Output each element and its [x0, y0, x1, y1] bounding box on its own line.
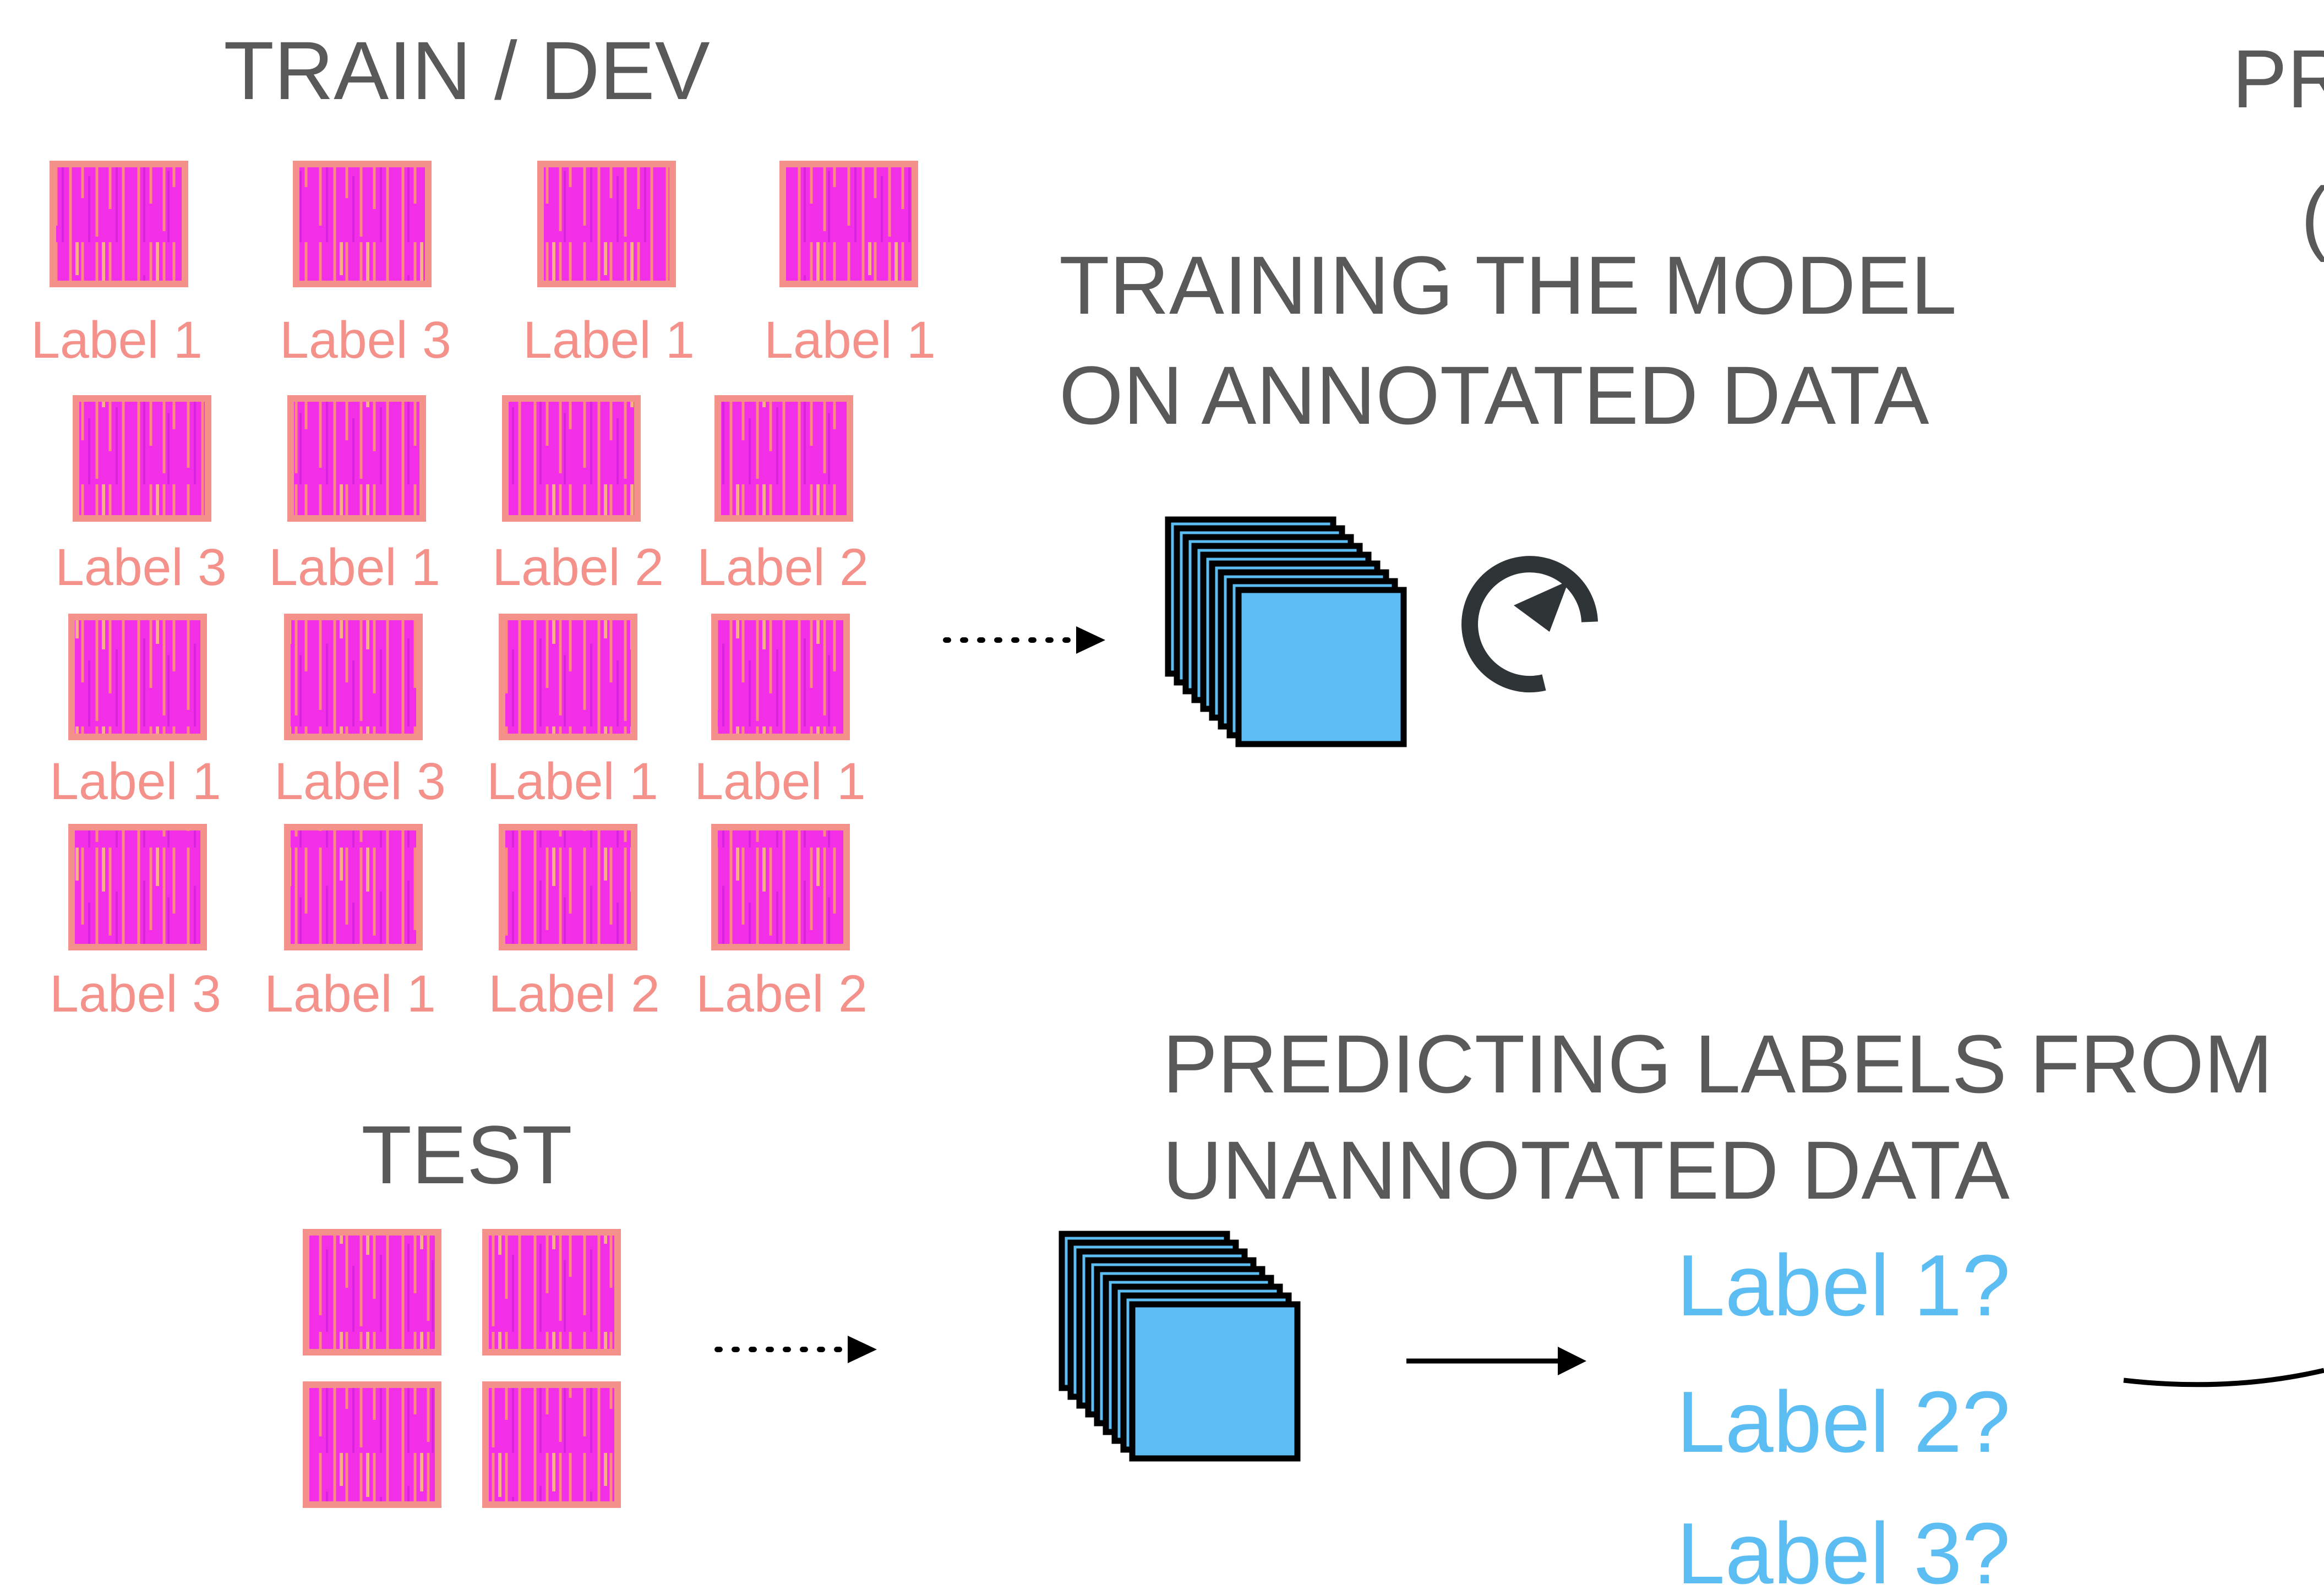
spectrogram-thumbnail [50, 161, 188, 287]
arrow-to-predictions [1406, 1347, 1586, 1375]
train-label: Label 2 [492, 538, 664, 597]
train-label: Label 1 [694, 752, 866, 811]
train-label: Label 3 [55, 538, 227, 597]
cropped-heading-fragment: PR [2232, 32, 2324, 125]
test-title: TEST [361, 1108, 572, 1201]
test-grid [303, 1229, 621, 1508]
spectrogram-thumbnail [714, 395, 853, 522]
train-label: Label 1 [50, 752, 221, 811]
train-label: Label 3 [50, 965, 221, 1023]
train-label: Label 2 [488, 965, 660, 1023]
spectrogram-thumbnail [711, 824, 850, 950]
spectrogram-thumbnail [73, 395, 211, 522]
predicted-label-1: Label 1? [1677, 1237, 2010, 1334]
model-layer [1235, 587, 1407, 747]
spectrogram-thumbnail [499, 614, 637, 740]
spectrogram-thumbnail [68, 614, 207, 740]
train-label: Label 1 [31, 311, 203, 369]
spectrogram-thumbnail [68, 824, 207, 950]
train-label: Label 2 [696, 965, 868, 1023]
spectrogram-thumbnail [482, 1229, 621, 1356]
train-label: Label 1 [269, 538, 440, 597]
model-layer [1129, 1301, 1301, 1462]
train-label: Label 2 [697, 538, 869, 597]
train-label: Label 1 [487, 752, 658, 811]
spectrogram-thumbnail [287, 395, 426, 522]
spectrogram-thumbnail [303, 1229, 441, 1356]
spectrogram-thumbnail [303, 1381, 441, 1508]
spectrogram-thumbnail [711, 614, 850, 740]
dotted-arrow-train-to-model [943, 626, 1105, 654]
predicted-label-2: Label 2? [1677, 1374, 2010, 1471]
cropped-paren-fragment: ( [2301, 170, 2324, 263]
spectrogram-thumbnail [293, 161, 432, 287]
cropped-curve [2123, 1368, 2324, 1387]
model-stack-icon-test [1059, 1231, 1301, 1462]
training-heading-line-2: ON ANNOTATED DATA [1059, 349, 1929, 441]
training-heading-line-1: TRAINING THE MODEL [1059, 239, 1954, 331]
spectrogram-thumbnail [284, 614, 423, 740]
model-stack-icon [1165, 516, 1407, 747]
refresh-icon [1461, 556, 1598, 693]
predicted-label-3: Label 3? [1677, 1505, 2010, 1585]
spectrogram-thumbnail [482, 1381, 621, 1508]
spectrogram-thumbnail [779, 161, 918, 287]
spectrogram-thumbnail [284, 824, 423, 950]
training-heading: TRAINING THE MODEL ON ANNOTATED DATA [1059, 239, 1977, 441]
train-label: Label 1 [764, 311, 936, 369]
train-label: Label 3 [274, 752, 446, 811]
dotted-arrow-test-to-model [714, 1336, 877, 1363]
train-dev-grid: Label 1 Label 3 Label 1 Label 1 Label 3 Label… [31, 161, 936, 1023]
predicting-heading: PREDICTING LABELS FROM UNANNOTATED DATA [1163, 1018, 2296, 1216]
spectrogram-thumbnail [499, 824, 637, 950]
train-label: Label 1 [264, 965, 436, 1023]
predicting-heading-line-1: PREDICTING LABELS FROM [1163, 1018, 2273, 1110]
train-label: Label 1 [523, 311, 695, 369]
spectrogram-thumbnail [537, 161, 676, 287]
predicting-heading-line-2: UNANNOTATED DATA [1163, 1124, 2010, 1216]
train-dev-title: TRAIN / DEV [223, 24, 710, 117]
spectrogram-thumbnail [502, 395, 641, 522]
train-label: Label 3 [280, 311, 451, 369]
